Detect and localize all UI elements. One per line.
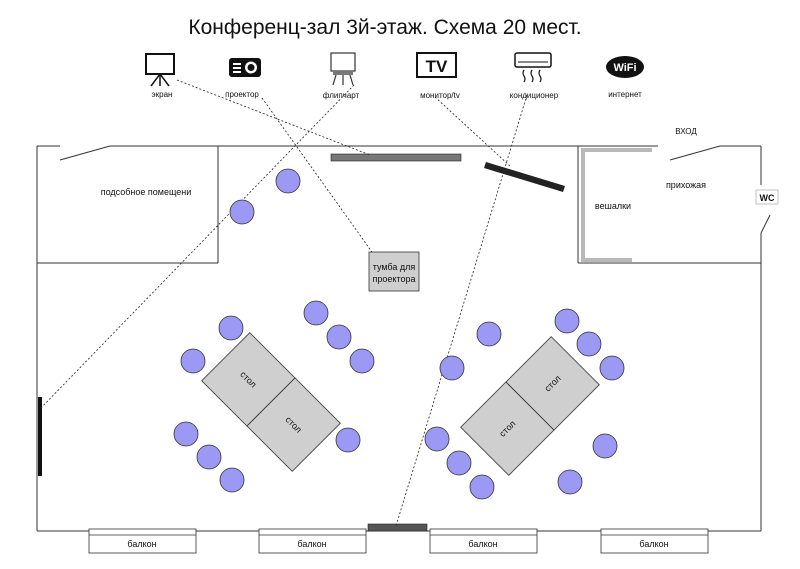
chair bbox=[335, 427, 361, 453]
utility-room-label: подсобное помещени bbox=[101, 187, 192, 197]
balcony-label: балкон bbox=[468, 539, 497, 549]
chair bbox=[554, 308, 580, 334]
chair bbox=[275, 168, 301, 194]
chair bbox=[446, 450, 472, 476]
ac-unit bbox=[367, 523, 428, 532]
chair bbox=[557, 469, 583, 495]
hallway-label: прихожая bbox=[666, 180, 706, 190]
flipchart-icon bbox=[330, 52, 356, 86]
chair bbox=[469, 474, 495, 500]
table-group-left: стол стол bbox=[201, 332, 341, 472]
chair bbox=[424, 426, 450, 452]
balcony-label: балкон bbox=[127, 539, 156, 549]
screen-bar bbox=[330, 153, 462, 162]
screen-icon bbox=[145, 53, 175, 87]
balcony: балкон bbox=[258, 528, 367, 554]
equipment-label-ac: кондиционер bbox=[510, 91, 559, 100]
wc-sign: WC bbox=[755, 189, 779, 205]
equipment-label-wifi: интернет bbox=[608, 90, 642, 99]
page-title: Конференц-зал 3й-этаж. Схема 20 мест. bbox=[188, 16, 581, 39]
table bbox=[246, 377, 341, 472]
chair bbox=[218, 315, 244, 341]
chair bbox=[576, 331, 602, 357]
chair bbox=[599, 355, 625, 381]
entrance-label: ВХОД bbox=[675, 127, 697, 136]
coat-rack bbox=[581, 148, 652, 262]
balcony-label: балкон bbox=[639, 539, 668, 549]
equipment-label-screen: экран bbox=[152, 90, 173, 99]
tv-icon: TV bbox=[416, 52, 457, 78]
flipchart-bar bbox=[38, 397, 42, 476]
walls bbox=[36, 145, 771, 532]
tv-bar bbox=[484, 162, 565, 192]
chair bbox=[476, 321, 502, 347]
chair bbox=[303, 300, 329, 326]
wifi-icon: WiFi bbox=[606, 56, 644, 78]
coat-rack-label: вешалки bbox=[595, 201, 631, 211]
projector-stand-label-1: тумба для bbox=[373, 262, 416, 272]
table-group-right: стол стол bbox=[460, 336, 600, 476]
balcony-label: балкон bbox=[297, 539, 326, 549]
chair bbox=[592, 433, 618, 459]
chair bbox=[219, 467, 245, 493]
equipment-label-flipchart: флипчарт bbox=[323, 91, 360, 100]
wifi-icon-text: WiFi bbox=[613, 62, 636, 74]
projector-stand: тумба для проектора bbox=[368, 251, 420, 292]
equipment-connectors bbox=[38, 79, 528, 527]
balcony: балкон bbox=[88, 528, 197, 554]
equipment-label-projector: проектор bbox=[225, 90, 259, 99]
air-conditioner-icon bbox=[514, 52, 552, 83]
chairs bbox=[173, 168, 625, 500]
projector-stand-label-2: проектора bbox=[373, 274, 416, 284]
chair bbox=[173, 421, 199, 447]
equipment-label-tv: монитор/tv bbox=[420, 91, 460, 100]
chair bbox=[349, 348, 375, 374]
table bbox=[505, 336, 600, 431]
wc-label: WC bbox=[760, 193, 775, 203]
tv-icon-text: TV bbox=[426, 57, 448, 76]
chair bbox=[196, 444, 222, 470]
balcony: балкон bbox=[429, 528, 538, 554]
chair bbox=[180, 348, 206, 374]
projector-icon bbox=[229, 58, 261, 77]
chair bbox=[326, 324, 352, 350]
chair bbox=[229, 199, 255, 225]
balcony: балкон bbox=[600, 528, 709, 554]
chair bbox=[439, 355, 465, 381]
